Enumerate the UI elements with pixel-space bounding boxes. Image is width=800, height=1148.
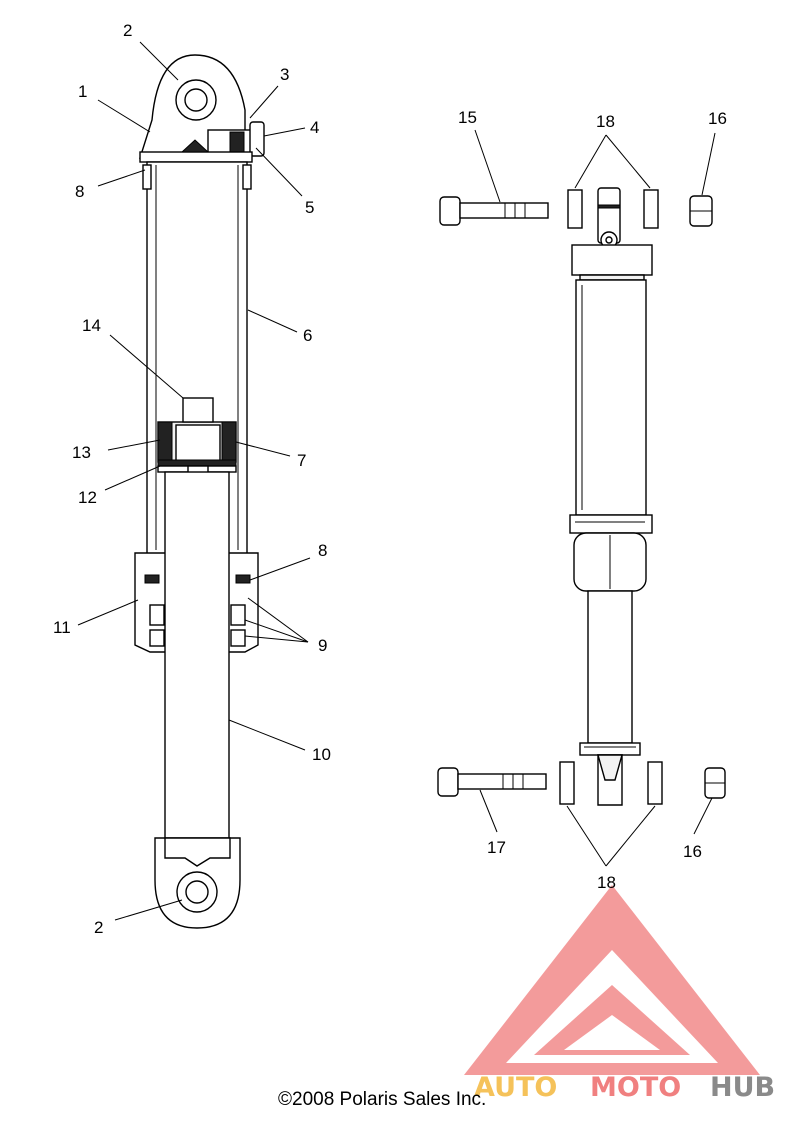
callout-10: 10 (312, 745, 331, 764)
shaft (164, 471, 230, 843)
callout-12: 12 (78, 488, 97, 507)
piston-nut (182, 397, 214, 423)
external-body (575, 279, 647, 516)
callout-11: 11 (53, 618, 71, 637)
watermark-auto: AUTO (474, 1072, 557, 1103)
callout-1: 1 (78, 82, 87, 101)
callout-3: 3 (280, 65, 289, 84)
callout-18-top: 18 (596, 112, 615, 131)
callout-16-bottom: 16 (683, 842, 702, 861)
cap-plate (139, 151, 253, 163)
callout-labels: 2 1 3 4 5 8 6 14 13 7 12 8 11 9 10 2 15 … (53, 21, 727, 937)
watermark-logo (464, 885, 760, 1075)
spacer-18-top-right (643, 189, 659, 229)
spacer-18-bottom-right (647, 761, 663, 805)
callout-17: 17 (487, 838, 506, 857)
piston-washer (157, 459, 237, 467)
spacer-18-top-left (567, 189, 583, 229)
valve-cap (249, 121, 265, 157)
callout-13: 13 (72, 443, 91, 462)
callout-14: 14 (82, 316, 101, 335)
bolt-15-head (439, 196, 461, 226)
top-cap (571, 244, 653, 276)
leader-lines-right (474, 129, 716, 867)
callout-8-top: 8 (75, 182, 84, 201)
bolt-17-head (437, 767, 459, 797)
callout-5: 5 (305, 198, 314, 217)
callout-7: 7 (297, 451, 306, 470)
watermark-hub: HUB (710, 1072, 775, 1103)
callout-18-bottom: 18 (597, 873, 616, 892)
callout-4: 4 (310, 118, 319, 137)
callout-6: 6 (303, 326, 312, 345)
callout-8-mid: 8 (318, 541, 327, 560)
callout-2-bottom: 2 (94, 918, 103, 937)
callout-9: 9 (318, 636, 327, 655)
external-shaft (587, 590, 633, 744)
callout-2-top: 2 (123, 21, 132, 40)
callout-16-top: 16 (708, 109, 727, 128)
watermark-moto: MOTO (590, 1072, 681, 1103)
copyright-text: ©2008 Polaris Sales Inc. (278, 1089, 486, 1110)
leader-lines-left (77, 41, 311, 921)
hardware (437, 189, 726, 805)
callout-15: 15 (458, 108, 477, 127)
external-shock (569, 187, 653, 806)
spacer-18-bottom-left (559, 761, 575, 805)
cutaway-shock (134, 54, 265, 929)
